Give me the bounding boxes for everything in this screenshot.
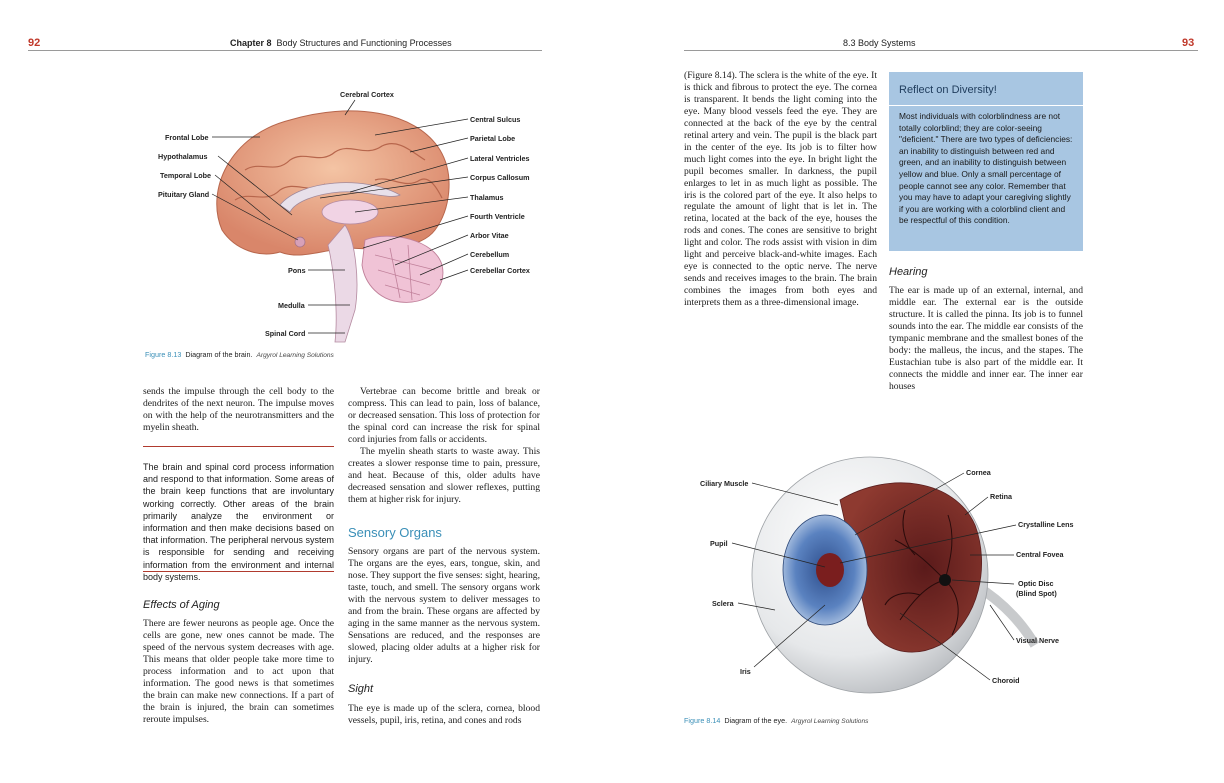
callout-top-rule xyxy=(143,446,334,447)
left-page-number: 92 xyxy=(28,37,41,49)
eye-figure-caption: Figure 8.14 Diagram of the eye. Argyrol … xyxy=(684,716,868,725)
label-cornea: Cornea xyxy=(966,468,992,477)
right-col1-para: (Figure 8.14). The sclera is the white o… xyxy=(684,70,877,309)
label-blind-spot: (Blind Spot) xyxy=(1016,589,1057,598)
label-visual-nerve: Visual Nerve xyxy=(1016,636,1059,645)
label-lateral-ventricles: Lateral Ventricles xyxy=(470,154,530,163)
caption-text: Diagram of the brain. xyxy=(185,350,253,359)
eye-caption-number: Figure 8.14 xyxy=(684,716,721,725)
eye-diagram: Ciliary Muscle Pupil Sclera Iris Cornea … xyxy=(700,456,1074,694)
left-col-callout: The brain and spinal cord process inform… xyxy=(143,462,334,582)
label-corpus-callosum: Corpus Callosum xyxy=(470,173,530,182)
hearing-heading: Hearing xyxy=(889,266,928,278)
label-temporal-lobe: Temporal Lobe xyxy=(160,171,211,180)
eye-caption-credit: Argyrol Learning Solutions xyxy=(791,718,869,725)
running-head-title: Body Structures and Functioning Processe… xyxy=(276,38,452,48)
sensory-organs-para: Sensory organs are part of the nervous s… xyxy=(348,546,540,665)
left-running-head: Chapter 8 Body Structures and Functionin… xyxy=(230,38,452,48)
right-header-rule xyxy=(684,50,1198,51)
effects-of-aging-para: There are fewer neurons as people age. O… xyxy=(143,618,334,725)
diversity-title: Reflect on Diversity! xyxy=(899,84,997,96)
label-choroid: Choroid xyxy=(992,676,1020,685)
effects-of-aging-heading: Effects of Aging xyxy=(143,599,220,611)
brain-diagram: Frontal Lobe Hypothalamus Temporal Lobe … xyxy=(158,90,530,343)
right-page-number: 93 xyxy=(1182,37,1195,49)
label-fourth-ventricle: Fourth Ventricle xyxy=(470,212,525,221)
reflect-on-diversity-box: Reflect on Diversity! Most individuals w… xyxy=(889,72,1083,251)
diversity-separator xyxy=(889,105,1083,106)
label-thalamus: Thalamus xyxy=(470,193,504,202)
label-pupil: Pupil xyxy=(710,539,728,548)
label-central-sulcus: Central Sulcus xyxy=(470,115,520,124)
pupil-shape xyxy=(816,553,844,587)
label-central-fovea: Central Fovea xyxy=(1016,550,1065,559)
running-head-chapter: Chapter 8 xyxy=(230,38,272,48)
label-arbor-vitae: Arbor Vitae xyxy=(470,231,509,240)
cerebellum-shape xyxy=(361,235,444,303)
left-col2-text: Vertebrae can become brittle and break o… xyxy=(348,386,540,505)
label-retina: Retina xyxy=(990,492,1013,501)
diversity-text: Most individuals with colorblindness are… xyxy=(899,111,1073,226)
brain-figure-caption: Figure 8.13 Diagram of the brain. Argyro… xyxy=(145,350,334,359)
label-optic-disc: Optic Disc xyxy=(1018,579,1054,588)
label-frontal-lobe: Frontal Lobe xyxy=(165,133,209,142)
label-sclera: Sclera xyxy=(712,599,735,608)
brainstem-shape xyxy=(327,224,358,343)
label-hypothalamus: Hypothalamus xyxy=(158,152,208,161)
label-crystalline-lens: Crystalline Lens xyxy=(1018,520,1074,529)
sight-heading: Sight xyxy=(348,683,374,695)
left-header-rule xyxy=(28,50,542,51)
sight-para: The eye is made up of the sclera, cornea… xyxy=(348,703,540,726)
caption-credit: Argyrol Learning Solutions xyxy=(256,352,334,359)
label-cerebral-cortex: Cerebral Cortex xyxy=(340,90,394,99)
eye-caption-text: Diagram of the eye. xyxy=(724,716,788,725)
callout-bottom-rule xyxy=(143,571,334,572)
label-parietal-lobe: Parietal Lobe xyxy=(470,134,515,143)
sensory-organs-heading: Sensory Organs xyxy=(348,525,442,540)
label-ciliary-muscle: Ciliary Muscle xyxy=(700,479,748,488)
caption-number: Figure 8.13 xyxy=(145,350,182,359)
right-running-head: 8.3 Body Systems xyxy=(843,38,916,48)
label-spinal-cord: Spinal Cord xyxy=(265,329,305,338)
left-col-para1: sends the impulse through the cell body … xyxy=(143,386,334,433)
label-pons: Pons xyxy=(288,266,306,275)
label-pituitary-gland: Pituitary Gland xyxy=(158,190,209,199)
label-medulla: Medulla xyxy=(278,301,306,310)
label-iris: Iris xyxy=(740,667,751,676)
eye-interior-shape xyxy=(839,482,982,653)
label-cerebellar-cortex: Cerebellar Cortex xyxy=(470,266,530,275)
label-cerebellum: Cerebellum xyxy=(470,250,509,259)
hearing-para: The ear is made up of an external, inter… xyxy=(889,285,1083,392)
